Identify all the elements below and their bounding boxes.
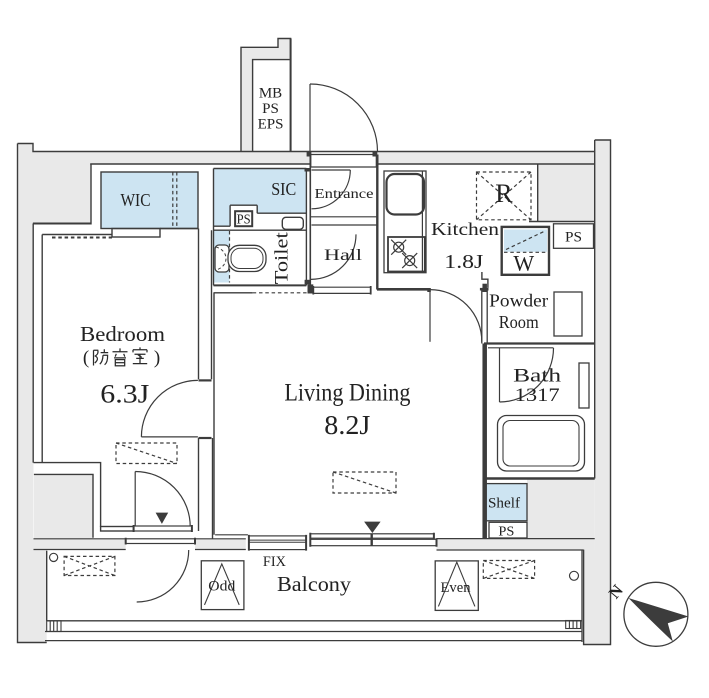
svg-text:Odd: Odd — [208, 579, 236, 595]
svg-text:EPS: EPS — [258, 117, 284, 133]
svg-text:R: R — [495, 179, 513, 208]
svg-text:1317: 1317 — [515, 385, 560, 406]
svg-text:PS: PS — [237, 212, 251, 227]
svg-text:Living Dining: Living Dining — [284, 380, 410, 407]
svg-text:Room: Room — [499, 312, 539, 332]
svg-text:Hall: Hall — [324, 247, 362, 264]
svg-text:PS: PS — [565, 230, 582, 246]
svg-text:FIX: FIX — [263, 554, 286, 570]
svg-text:Shelf: Shelf — [488, 496, 520, 512]
svg-text:SIC: SIC — [271, 179, 296, 199]
svg-text:6.3J: 6.3J — [100, 380, 149, 409]
svg-text:8.2J: 8.2J — [324, 410, 370, 440]
svg-text:Toilet: Toilet — [271, 231, 292, 284]
svg-text:Bath: Bath — [513, 365, 562, 386]
svg-text:Kitchen: Kitchen — [431, 219, 499, 239]
svg-text:): ) — [154, 348, 160, 369]
svg-text:MB: MB — [259, 86, 282, 102]
svg-text:Powder: Powder — [489, 291, 548, 311]
svg-text:W: W — [513, 251, 534, 276]
svg-text:PS: PS — [262, 101, 279, 117]
svg-text:PS: PS — [498, 525, 514, 540]
svg-text:Even: Even — [441, 580, 471, 596]
svg-text:WIC: WIC — [121, 190, 151, 210]
svg-text:Bedroom: Bedroom — [80, 322, 165, 346]
svg-text:Entrance: Entrance — [315, 186, 374, 201]
svg-text:1.8J: 1.8J — [444, 251, 483, 273]
svg-text:Balcony: Balcony — [277, 572, 352, 596]
svg-text:(: ( — [83, 348, 89, 369]
